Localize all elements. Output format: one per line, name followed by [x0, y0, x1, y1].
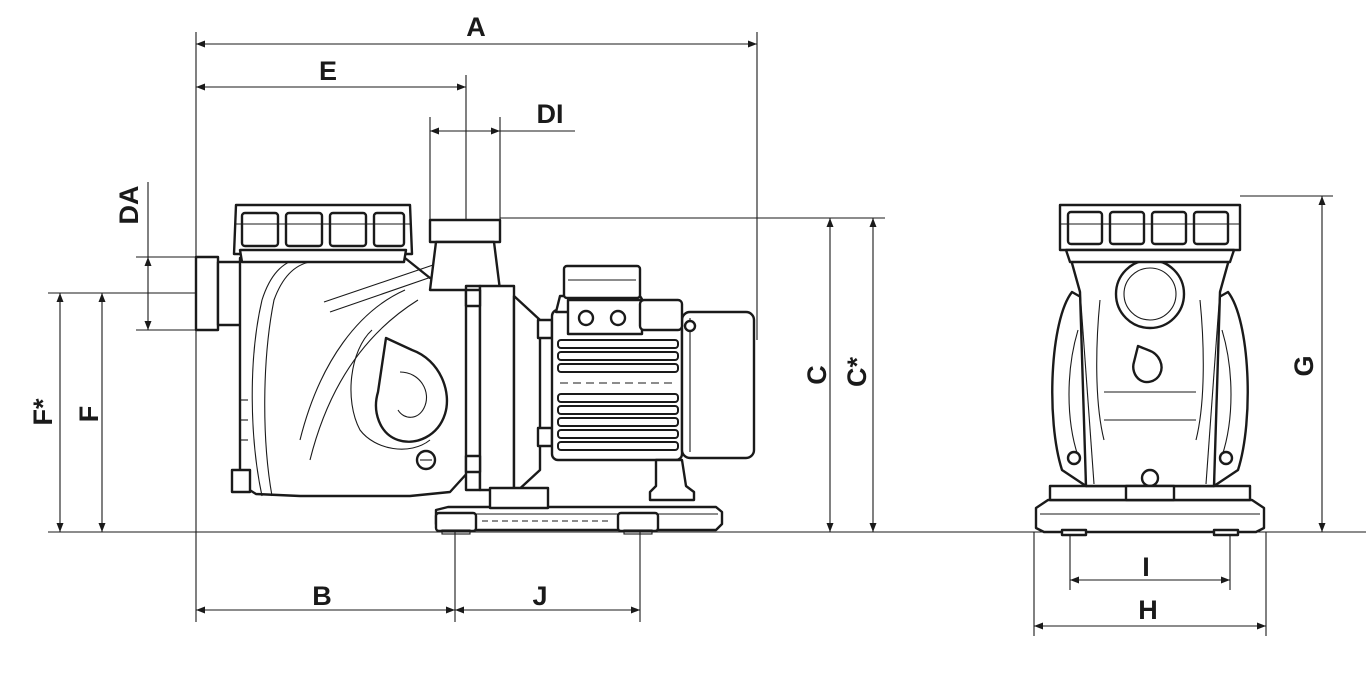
- label-B: B: [312, 581, 332, 611]
- seal-flange: [464, 284, 554, 510]
- pump-front-body: [1034, 203, 1266, 537]
- screw-icon-2: [609, 309, 627, 327]
- base-plate: [434, 505, 724, 535]
- label-C: C: [802, 365, 832, 385]
- label-I: I: [1142, 552, 1150, 582]
- front-dimension-lines: [1034, 196, 1326, 630]
- front-view: G I H: [1033, 195, 1333, 636]
- label-J: J: [532, 581, 547, 611]
- extension-lines: [48, 32, 885, 622]
- label-DA: DA: [114, 186, 144, 225]
- front-extension-lines: [1033, 195, 1333, 636]
- label-H: H: [1138, 595, 1158, 625]
- front-drain-plug-icon: [1140, 468, 1160, 488]
- label-A: A: [466, 12, 486, 42]
- side-view: A E DI DA F* F C C* B J: [28, 12, 1366, 622]
- dimension-labels: A E DI DA F* F C C* B J: [28, 12, 872, 611]
- front-logo-icon: [1132, 344, 1163, 384]
- front-dimension-labels: G I H: [1138, 355, 1319, 625]
- screw-icon: [577, 309, 595, 327]
- dimension-lines: [56, 40, 877, 614]
- motor-fins: [557, 339, 679, 451]
- terminal-box: [562, 264, 642, 300]
- pump-side-body: [194, 203, 756, 535]
- label-F-star: F*: [28, 398, 58, 425]
- motor: [550, 264, 756, 502]
- front-base-plate: [1034, 498, 1266, 534]
- discharge-port: [428, 218, 502, 292]
- strainer-lid: [232, 203, 414, 264]
- label-C-star: C*: [842, 357, 872, 387]
- volute-logo-area: [350, 329, 449, 471]
- label-E: E: [319, 56, 337, 86]
- discharge-opening: [1114, 258, 1186, 330]
- motor-foot: [648, 458, 696, 502]
- label-F: F: [74, 406, 104, 423]
- label-DI: DI: [537, 99, 564, 129]
- label-G: G: [1289, 355, 1319, 376]
- brand-logo-icon: [374, 336, 449, 443]
